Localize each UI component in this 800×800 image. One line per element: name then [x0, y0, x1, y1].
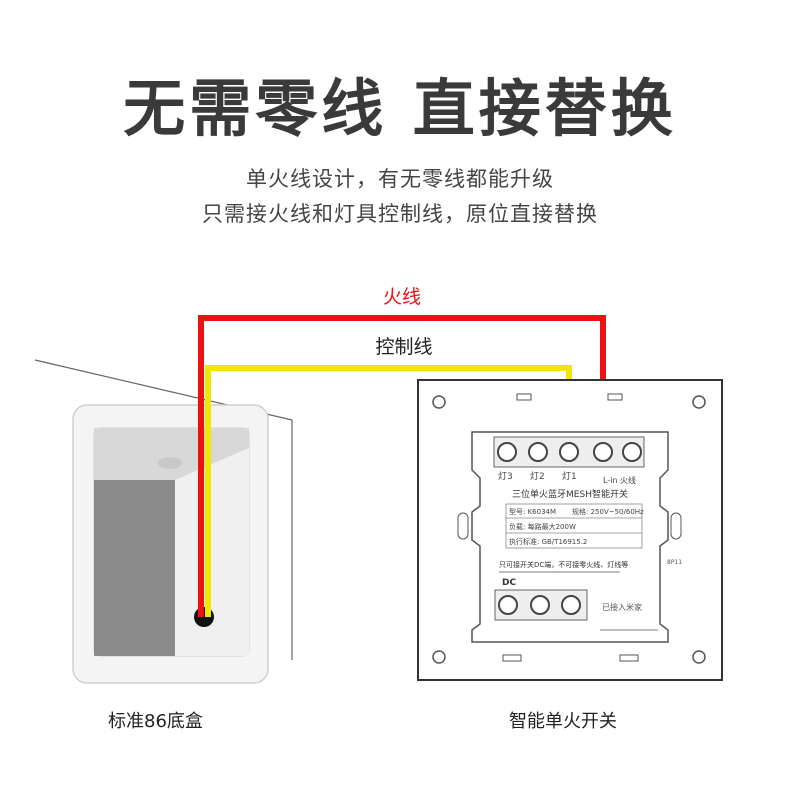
box-caption: 标准86底盒 — [108, 711, 203, 732]
terminal-label: 灯1 — [562, 471, 577, 482]
control-wire-label: 控制线 — [375, 336, 432, 358]
headline: 无需零线 直接替换 — [123, 72, 677, 145]
screw-hole — [432, 395, 446, 409]
side-mark: 8P11 — [667, 559, 682, 566]
product-title: 三位单火蓝牙MESH智能开关 — [512, 488, 628, 500]
screw-hole — [692, 650, 706, 664]
dc-label: DC — [502, 578, 516, 588]
subtitle-line-1: 单火线设计，有无零线都能升级 — [246, 167, 554, 191]
terminal-label: L-in 火线 — [603, 475, 636, 485]
screw-hole — [692, 395, 706, 409]
brand-note: 已接入米家 — [602, 602, 642, 612]
standard-label: 执行标准: GB/T16915.2 — [509, 537, 587, 546]
model-label: 型号: K6034M — [509, 507, 556, 516]
terminal-label: 灯3 — [498, 471, 513, 482]
standard-86-box — [72, 404, 269, 684]
screw-hole — [432, 650, 446, 664]
switch-caption: 智能单火开关 — [509, 711, 617, 732]
terminal-label: 灯2 — [530, 471, 545, 482]
live-wire-label: 火线 — [383, 286, 421, 308]
load-label: 负载: 每路最大200W — [509, 522, 576, 531]
dc-note: 只可接开关DC端，不可接零火线、灯线等 — [499, 560, 628, 569]
smart-switch-back: 灯3 灯2 灯1 L-in 火线 三位单火蓝牙MESH智能开关 型号: K603… — [417, 379, 723, 681]
top-terminals — [493, 436, 645, 468]
subtitle-line-2: 只需接火线和灯具控制线，原位直接替换 — [202, 202, 598, 226]
dc-terminals — [494, 589, 588, 621]
rating-label: 规格: 250V~50/60Hz — [572, 507, 644, 516]
